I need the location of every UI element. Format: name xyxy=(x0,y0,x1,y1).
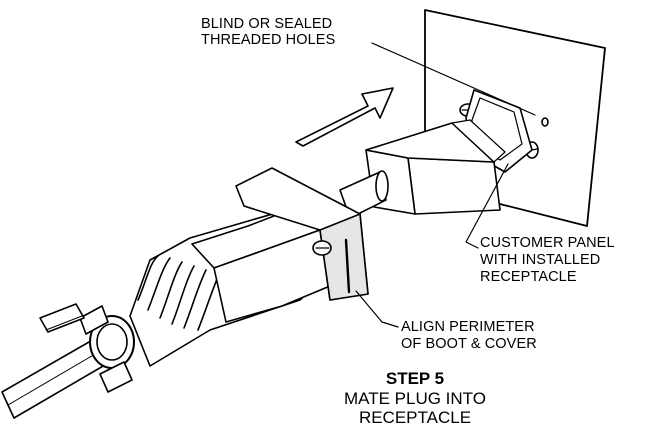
threaded-hole xyxy=(541,117,549,127)
callout-panel-line-1: CUSTOMER PANEL xyxy=(480,235,615,251)
leader-holes xyxy=(371,42,536,116)
callout-holes-line-1: BLIND OR SEALED xyxy=(201,16,333,32)
callout-holes-line-2: THREADED HOLES xyxy=(201,32,336,48)
callout-perimeter-line-2: OF BOOT & COVER xyxy=(401,336,537,352)
mating-direction-arrow xyxy=(295,87,394,147)
callout-perimeter-line-1: ALIGN PERIMETER xyxy=(401,319,535,335)
leader-perimeter xyxy=(355,290,399,328)
step-title: STEP 5 xyxy=(385,369,445,388)
step-description-line-2: RECEPTACLE xyxy=(358,408,472,425)
leader-panel xyxy=(465,163,509,249)
callout-panel-line-3: RECEPTACLE xyxy=(480,269,577,285)
step-description-line-1: MATE PLUG INTO xyxy=(343,389,486,408)
callout-panel-line-2: WITH INSTALLED xyxy=(480,252,601,268)
step-description: MATE PLUG INTO RECEPTACLE xyxy=(265,389,565,425)
